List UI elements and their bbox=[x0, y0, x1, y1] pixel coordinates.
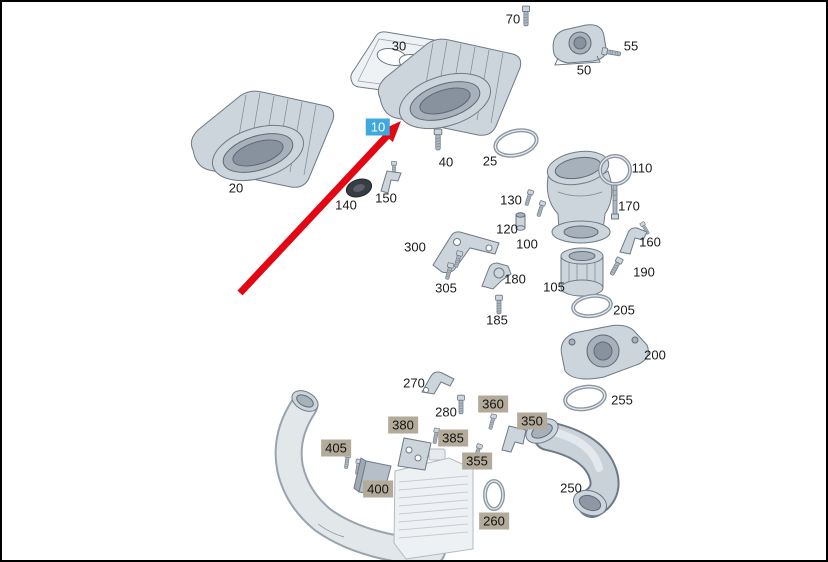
part-140-grommet bbox=[345, 178, 373, 198]
part-50-housing bbox=[552, 24, 607, 66]
part-255-o-ring bbox=[563, 384, 607, 412]
part-label-280[interactable]: 280 bbox=[435, 404, 457, 420]
part-200-throttle-housing bbox=[560, 324, 649, 380]
part-label-120[interactable]: 120 bbox=[496, 221, 518, 237]
part-10-intake-manifold bbox=[377, 38, 522, 136]
part-label-360[interactable]: 360 bbox=[478, 395, 508, 413]
part-label-405[interactable]: 405 bbox=[321, 439, 351, 457]
part-label-105[interactable]: 105 bbox=[543, 279, 565, 295]
part-label-100[interactable]: 100 bbox=[516, 236, 538, 252]
part-label-40[interactable]: 40 bbox=[438, 154, 454, 170]
part-170-stud bbox=[611, 184, 619, 220]
part-label-200[interactable]: 200 bbox=[644, 347, 666, 363]
part-label-385[interactable]: 385 bbox=[438, 429, 468, 447]
part-label-170[interactable]: 170 bbox=[618, 198, 640, 214]
part-100-air-duct bbox=[546, 150, 613, 244]
part-label-380[interactable]: 380 bbox=[388, 416, 418, 434]
part-label-270[interactable]: 270 bbox=[403, 375, 425, 391]
part-label-190[interactable]: 190 bbox=[633, 264, 655, 280]
part-120-spacer bbox=[515, 212, 526, 231]
part-label-185[interactable]: 185 bbox=[486, 312, 508, 328]
pointer-arrow bbox=[237, 121, 401, 296]
part-label-20[interactable]: 20 bbox=[228, 180, 244, 196]
part-label-350[interactable]: 350 bbox=[517, 412, 547, 430]
part-label-205[interactable]: 205 bbox=[613, 302, 635, 318]
part-label-25[interactable]: 25 bbox=[482, 153, 498, 169]
intercooler-box bbox=[393, 448, 474, 560]
part-350-bracket bbox=[501, 425, 527, 453]
part-label-30[interactable]: 30 bbox=[391, 38, 407, 54]
part-150-bracket bbox=[380, 161, 402, 194]
part-label-10[interactable]: 10 bbox=[365, 118, 391, 136]
part-label-150[interactable]: 150 bbox=[375, 190, 397, 206]
part-label-355[interactable]: 355 bbox=[462, 452, 492, 470]
part-20-intake-manifold bbox=[190, 90, 335, 188]
part-label-110[interactable]: 110 bbox=[631, 160, 653, 176]
part-label-160[interactable]: 160 bbox=[639, 234, 661, 250]
part-label-70[interactable]: 70 bbox=[505, 11, 521, 27]
part-label-300[interactable]: 300 bbox=[404, 239, 426, 255]
part-label-130[interactable]: 130 bbox=[500, 192, 522, 208]
part-25-o-ring bbox=[493, 128, 539, 158]
part-label-180[interactable]: 180 bbox=[504, 271, 526, 287]
part-label-305[interactable]: 305 bbox=[435, 280, 457, 296]
part-105-sleeve bbox=[560, 247, 604, 297]
part-260-seal-ring bbox=[483, 479, 505, 511]
part-380-bracket bbox=[397, 437, 432, 471]
part-label-250[interactable]: 250 bbox=[560, 480, 582, 496]
part-110-o-ring bbox=[598, 154, 632, 186]
part-180-bracket bbox=[481, 262, 512, 290]
part-label-255[interactable]: 255 bbox=[611, 392, 633, 408]
part-label-260[interactable]: 260 bbox=[479, 512, 509, 530]
part-label-140[interactable]: 140 bbox=[335, 197, 357, 213]
part-160-bracket bbox=[619, 220, 651, 255]
part-270-bracket bbox=[421, 371, 455, 395]
part-label-55[interactable]: 55 bbox=[623, 38, 639, 54]
part-label-400[interactable]: 400 bbox=[363, 480, 393, 498]
part-label-50[interactable]: 50 bbox=[576, 62, 592, 78]
part-205-o-ring bbox=[571, 293, 613, 319]
